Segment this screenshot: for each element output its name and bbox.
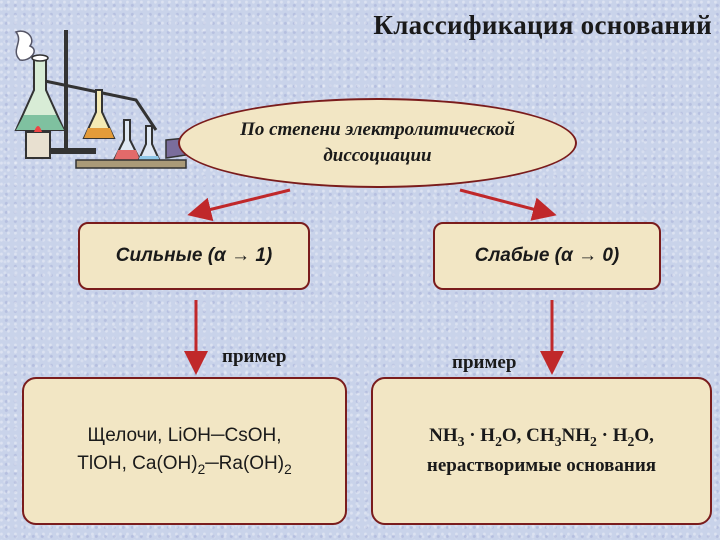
strong-examples-line2-sub2: 2 <box>284 461 292 477</box>
strong-bases-box: Сильные (α → 1) <box>78 222 310 290</box>
weak-examples-line1-sub4: 2 <box>590 433 597 449</box>
page-title: Классификация оснований <box>373 10 712 40</box>
strong-example-label: пример <box>222 346 287 367</box>
weak-examples-line1-sub3: 3 <box>554 433 562 449</box>
strong-examples-line1: Щелочи, LiOH─CsOH, <box>77 422 291 451</box>
strong-examples-box: Щелочи, LiOH─CsOH, TlOH, Ca(OH)2─Ra(OH)2 <box>22 377 347 525</box>
weak-examples-line1-a: NH <box>429 424 458 446</box>
criterion-ellipse: По степени электролитической диссоциации <box>178 98 577 188</box>
strong-examples-line2: TlOH, Ca(OH)2─Ra(OH)2 <box>77 450 291 480</box>
strong-examples-line2-sub1: 2 <box>197 461 206 477</box>
criterion-line2: диссоциации <box>323 145 432 166</box>
strong-examples-line2-b: ─Ra(OH) <box>205 453 285 475</box>
strong-bases-label: Сильные (α → 1) <box>115 245 273 266</box>
weak-examples-line1-c: O, CH <box>501 424 555 446</box>
weak-examples-line1-f: O, <box>634 424 654 446</box>
weak-examples-box: NH3 · H2O, CH3NH2 · H2O, нерастворимые о… <box>371 377 712 525</box>
weak-examples-line2-text: нерастворимые основания <box>426 454 657 476</box>
weak-bases-box: Слабые (α → 0) <box>433 222 661 290</box>
weak-examples-line1-sub2: 2 <box>495 433 502 449</box>
arrow-to-strong <box>187 188 291 222</box>
weak-examples-line1-sub1: 3 <box>457 433 465 449</box>
weak-examples-line1-d: NH <box>561 424 591 446</box>
weak-examples-line2: нерастворимые основания <box>427 452 656 481</box>
weak-examples-line1: NH3 · H2O, CH3NH2 · H2O, <box>427 422 656 452</box>
arrow-to-weak <box>459 188 557 221</box>
weak-examples-line1-e: · H <box>596 424 628 446</box>
weak-example-label: пример <box>452 352 517 373</box>
strong-examples-line1-text: Щелочи, LiOH─CsOH, <box>87 424 282 446</box>
strong-examples-line2-a: TlOH, Ca(OH) <box>77 453 198 475</box>
weak-bases-label: Слабые (α → 0) <box>474 245 620 266</box>
weak-examples-line1-b: · H <box>464 424 496 446</box>
criterion-line1: По степени электролитической <box>240 119 515 141</box>
weak-examples-line1-sub5: 2 <box>627 433 635 449</box>
